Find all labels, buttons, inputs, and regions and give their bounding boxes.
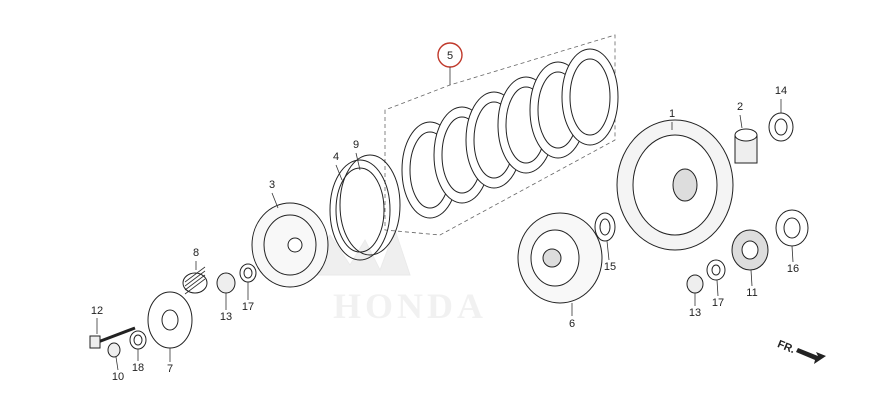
front-direction-marker: FR.: [776, 338, 826, 364]
washer-16: [775, 209, 809, 247]
spring: [182, 266, 208, 295]
clutch-plates: [401, 48, 619, 219]
lifter-plate: [147, 291, 193, 349]
nut-13-right: [686, 274, 704, 294]
label-17a: 17: [242, 301, 254, 313]
highlighted-part-label[interactable]: 5: [437, 42, 463, 85]
washer-17-right: [706, 259, 726, 281]
label-4: 4: [333, 151, 339, 163]
collar-2: [734, 128, 758, 164]
label-10: 10: [112, 371, 124, 383]
label-12: 12: [91, 305, 103, 317]
clutch-outer: [616, 119, 734, 251]
label-8: 8: [193, 247, 199, 259]
bolt-13-left: [216, 272, 236, 294]
label-18: 18: [132, 362, 144, 374]
fr-label: FR.: [776, 338, 797, 356]
label-6: 6: [569, 318, 575, 330]
watermark-text: HONDA: [333, 286, 487, 326]
label-7: 7: [167, 363, 173, 375]
label-16: 16: [787, 263, 799, 275]
rings: [329, 154, 401, 261]
label-3: 3: [269, 179, 275, 191]
pressure-plate: [251, 202, 329, 288]
label-9: 9: [353, 139, 359, 151]
label-15: 15: [604, 261, 616, 273]
part-10: [107, 342, 121, 358]
label-5: 5: [447, 50, 453, 62]
label-13b: 13: [689, 307, 701, 319]
label-14: 14: [775, 85, 787, 97]
washer-15: [594, 212, 616, 242]
part-18: [129, 330, 147, 350]
label-11: 11: [746, 287, 757, 299]
label-2: 2: [737, 101, 743, 113]
washer-17-left: [239, 263, 257, 283]
clutch-center: [517, 212, 603, 304]
label-13a: 13: [220, 311, 232, 323]
gear-11: [731, 229, 769, 271]
label-1: 1: [669, 108, 675, 120]
bolt-12: [89, 326, 136, 349]
label-17b: 17: [712, 297, 724, 309]
washer-14: [768, 112, 794, 142]
